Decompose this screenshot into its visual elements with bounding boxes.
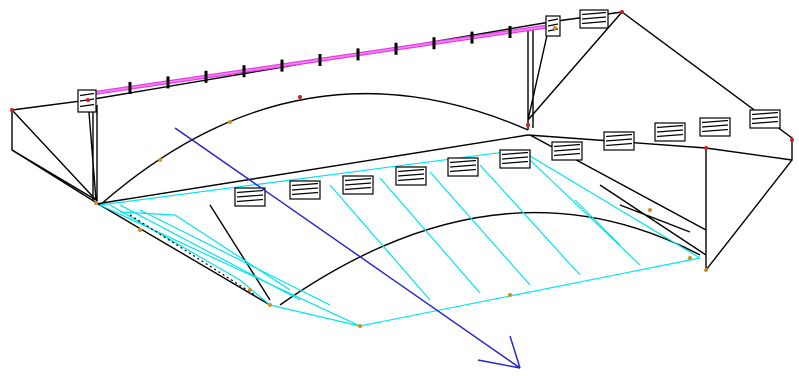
vertex-marker [620,10,624,14]
right-end-frame [621,11,793,271]
vertex-marker [94,201,98,205]
support-block-icon [499,149,531,169]
vertex-marker [704,146,708,150]
cyan-lines [99,149,701,327]
cyan-fan-5 [119,211,176,216]
support-block-icon [551,141,583,161]
vertex-marker [228,120,232,124]
left-end-slope [11,149,101,206]
vertex-marker [508,293,512,297]
vertex-marker [688,256,692,260]
cyan-fan-2 [119,204,301,301]
cyan-rib-1 [329,184,431,301]
structure-edges [11,11,793,306]
support-block-icon [699,117,731,137]
cyan-fan-4 [174,214,291,291]
vertex-marker [298,95,302,99]
vertex-marker [704,268,708,272]
vertex-marker [86,98,90,102]
upper-arch [99,93,529,206]
cyan-rib-2 [379,177,481,294]
support-block-icon [342,175,374,195]
vertex-marker [138,228,142,232]
support-block-icon [654,122,686,142]
cyan-fan-3 [139,209,331,306]
lower-arch [279,211,701,306]
vertex-marker [526,123,530,127]
vertex-marker [790,138,794,142]
support-block-icon [234,187,266,207]
vertex-marker [158,158,162,162]
right-roof-diagonal [527,11,623,121]
left-wedge-2 [209,204,271,301]
cyan-rib-6 [574,199,621,246]
vertex-marker [248,288,252,292]
axis-arrow-icon[interactable] [174,127,521,369]
cyan-fan-1 [109,204,241,281]
support-block-icon [749,109,781,129]
front-rail [95,134,529,205]
vertex-marker [268,303,272,307]
support-block-icon [545,15,561,37]
vertex-marker [553,26,557,30]
vertex-marker [358,324,362,328]
support-block-icon [579,9,609,29]
support-block-icon [447,157,479,177]
left-wedge-1 [99,204,271,306]
right-box-bottom [705,147,793,161]
vertex-markers [10,10,794,328]
cyan-rib-3 [429,171,531,286]
left-end-frame [11,99,97,202]
support-block-icon [289,180,321,200]
right-top-diagonal [527,21,551,121]
rail-ticks [128,26,512,94]
right-box-floor-2 [599,184,707,256]
cyan-fan-7 [269,304,361,327]
cyan-rib-4 [479,164,581,276]
support-block-icon [395,166,427,186]
cyan-deck-edge-2 [519,149,701,259]
inner-floor [619,204,691,233]
left-end-diagonal [11,109,97,201]
vertex-marker [648,208,652,212]
cyan-fan-6 [239,279,271,306]
cyan-rib-5 [529,159,641,266]
support-block-icon [603,131,635,151]
support-blocks [77,9,781,207]
vertex-marker [10,108,14,112]
